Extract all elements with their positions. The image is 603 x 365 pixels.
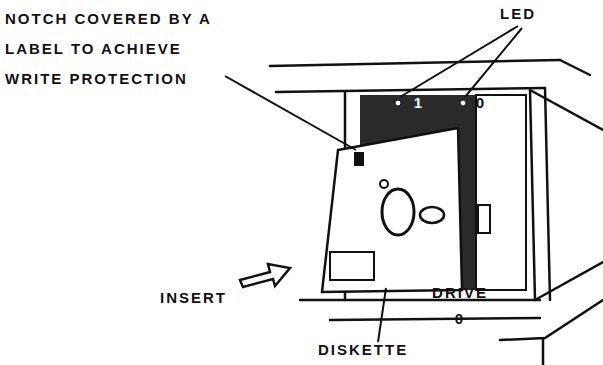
index-hole [380,180,388,188]
diskette-shape [322,128,462,292]
callout-label: 0 [474,94,488,112]
drive-latch [478,205,490,233]
cabinet-edge [300,299,540,302]
cabinet-edge [560,60,590,75]
callout-label: NOTCH COVERED BY A LABEL TO ACHIEVE WRIT… [5,4,230,94]
callout-label: LED [500,4,560,24]
callout-label: DISKETTE [318,340,428,360]
leader-line [378,288,386,342]
cabinet-edge [500,300,603,340]
cabinet-edge [330,318,540,320]
drive-door [476,95,526,290]
panel-edge [545,88,550,300]
diskette-label [330,252,374,280]
leader-line [465,28,522,97]
panel-edge [530,90,603,130]
callout-label: INSERT [160,288,250,308]
led-light [395,100,401,106]
panel-edge [535,262,603,300]
hub-hole [382,189,414,235]
insert-arrow [240,264,290,287]
cabinet-edge [542,338,545,365]
panel-edge [530,90,535,300]
led-light [460,100,466,106]
write-protect-notch [354,152,364,166]
cabinet-edge [270,60,560,66]
leader-line [225,76,356,150]
callout-label: 1 [412,94,426,112]
leader-line [400,26,518,97]
head-slot [420,207,444,223]
callout-label: DRIVE 0 [424,280,496,332]
